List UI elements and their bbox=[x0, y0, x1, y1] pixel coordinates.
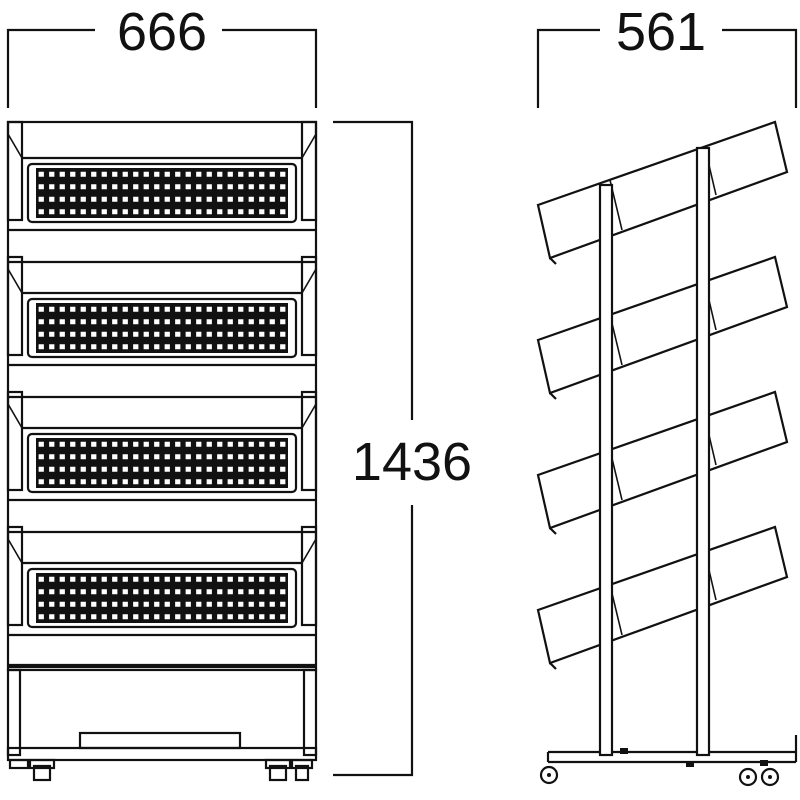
height-label: 1436 bbox=[352, 432, 472, 492]
side-casters bbox=[539, 748, 780, 787]
front-shelf bbox=[6, 390, 318, 534]
side-view-rack bbox=[536, 120, 798, 787]
front-width-dimension: 666 bbox=[6, 2, 318, 108]
side-depth-dimension: 561 bbox=[536, 2, 798, 108]
base-bar bbox=[78, 731, 242, 750]
shelf-basket bbox=[26, 567, 298, 629]
shelf-post-right bbox=[300, 255, 318, 357]
front-shelf bbox=[6, 120, 318, 264]
shelf-post-right bbox=[300, 390, 318, 492]
shelf-basket bbox=[26, 162, 298, 224]
perforated-panel bbox=[36, 168, 288, 218]
front-shelf bbox=[6, 525, 318, 669]
perforated-panel bbox=[36, 573, 288, 623]
side-shelf-panel bbox=[536, 390, 789, 530]
shelf-post-left bbox=[6, 390, 24, 492]
side-front-upright bbox=[598, 183, 614, 757]
height-dimension: 1436 bbox=[333, 120, 472, 777]
front-casters bbox=[8, 758, 314, 782]
perforated-panel bbox=[36, 303, 288, 353]
right-leg bbox=[302, 668, 318, 757]
shelf-basket bbox=[26, 297, 298, 359]
front-view-rack bbox=[6, 120, 318, 782]
side-depth-label: 561 bbox=[616, 2, 706, 62]
side-shelf-panel bbox=[536, 525, 789, 665]
perforated-panel bbox=[36, 438, 288, 488]
side-rear-upright bbox=[695, 146, 711, 757]
shelf-basket bbox=[26, 432, 298, 494]
shelf-post-right bbox=[300, 525, 318, 627]
front-base bbox=[6, 746, 318, 762]
front-width-label: 666 bbox=[117, 2, 207, 62]
shelf-post-left bbox=[6, 255, 24, 357]
front-shelf bbox=[6, 255, 318, 399]
shelf-post-left bbox=[6, 525, 24, 627]
shelf-post-right bbox=[300, 120, 318, 222]
shelf-post-left bbox=[6, 120, 24, 222]
left-leg bbox=[6, 668, 22, 757]
side-shelf-panel bbox=[536, 255, 789, 395]
side-shelf-panel bbox=[536, 120, 789, 260]
